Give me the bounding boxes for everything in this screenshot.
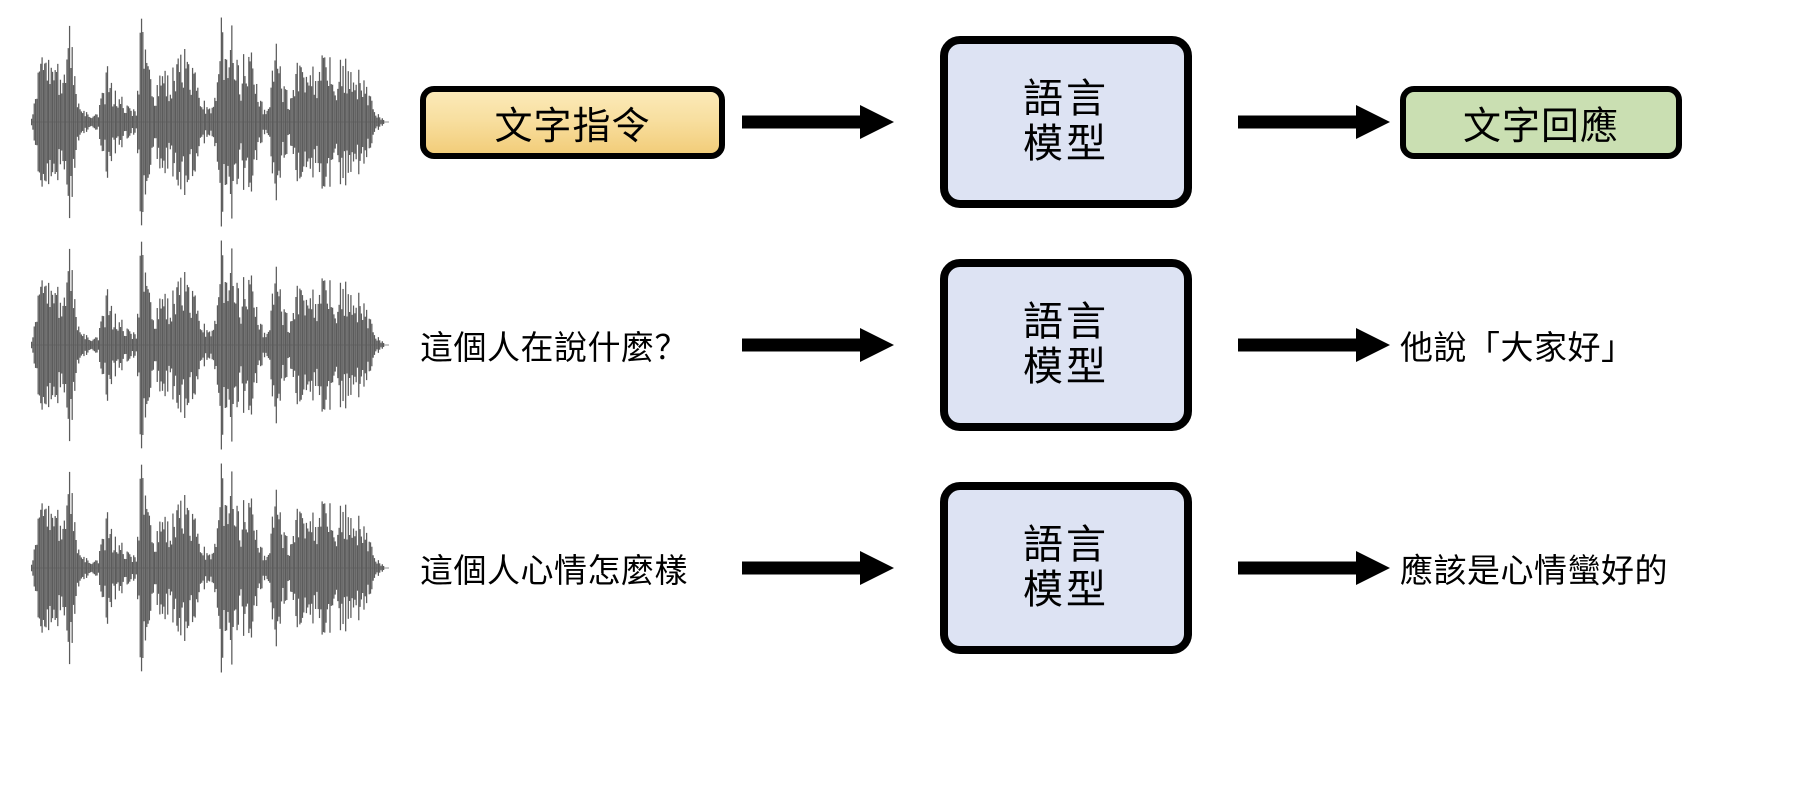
- pipeline-row-1: 文字指令 語言 模型 文字回應: [0, 7, 1812, 237]
- text-response-chip[interactable]: 文字回應: [1400, 85, 1682, 159]
- row-3-model-zone: 語言 模型: [918, 453, 1214, 683]
- row-3-output-zone: 應該是心情蠻好的: [1400, 453, 1800, 683]
- row-3-input-zone: 這個人心情怎麼樣: [420, 453, 745, 683]
- language-model-box[interactable]: 語言 模型: [940, 482, 1192, 654]
- row-1-input-zone: 文字指令: [420, 7, 745, 237]
- arrow-right-icon-input-3: [742, 453, 894, 683]
- language-model-line-2: 模型: [1023, 344, 1109, 390]
- row-2-input-text: 這個人在說什麼？: [420, 328, 688, 367]
- row-2-input-zone: 這個人在說什麼？: [420, 230, 745, 460]
- audio-waveform-icon: [25, 453, 393, 683]
- pipeline-row-2: 這個人在說什麼？ 語言 模型 他說「大家好」: [0, 230, 1812, 460]
- row-3-output-text: 應該是心情蠻好的: [1400, 551, 1668, 590]
- row-3-input-text: 這個人心情怎麼樣: [420, 551, 688, 590]
- row-1-output-zone: 文字回應: [1400, 7, 1800, 237]
- language-model-box[interactable]: 語言 模型: [940, 259, 1192, 431]
- language-model-line-1: 語言: [1023, 299, 1109, 346]
- language-model-box[interactable]: 語言 模型: [940, 36, 1192, 208]
- arrow-right-icon-output-2: [1238, 230, 1390, 460]
- arrow-right-icon-output-1: [1238, 7, 1390, 237]
- language-model-line-2: 模型: [1023, 121, 1109, 167]
- row-1-model-zone: 語言 模型: [918, 7, 1214, 237]
- arrow-right-icon-input-2: [742, 230, 894, 460]
- text-instruction-label: 文字指令: [494, 103, 651, 148]
- language-model-line-2: 模型: [1023, 567, 1109, 613]
- audio-waveform-icon: [25, 7, 393, 237]
- language-model-line-1: 語言: [1023, 76, 1109, 123]
- row-2-model-zone: 語言 模型: [918, 230, 1214, 460]
- row-2-output-text: 他說「大家好」: [1400, 328, 1635, 367]
- audio-waveform-icon: [25, 230, 393, 460]
- pipeline-row-3: 這個人心情怎麼樣 語言 模型 應該是心情蠻好的: [0, 453, 1812, 683]
- text-response-label: 文字回應: [1462, 103, 1619, 148]
- text-instruction-chip[interactable]: 文字指令: [420, 85, 725, 159]
- arrow-right-icon-input-1: [742, 7, 894, 237]
- language-model-line-1: 語言: [1023, 522, 1109, 569]
- arrow-right-icon-output-3: [1238, 453, 1390, 683]
- row-2-output-zone: 他說「大家好」: [1400, 230, 1800, 460]
